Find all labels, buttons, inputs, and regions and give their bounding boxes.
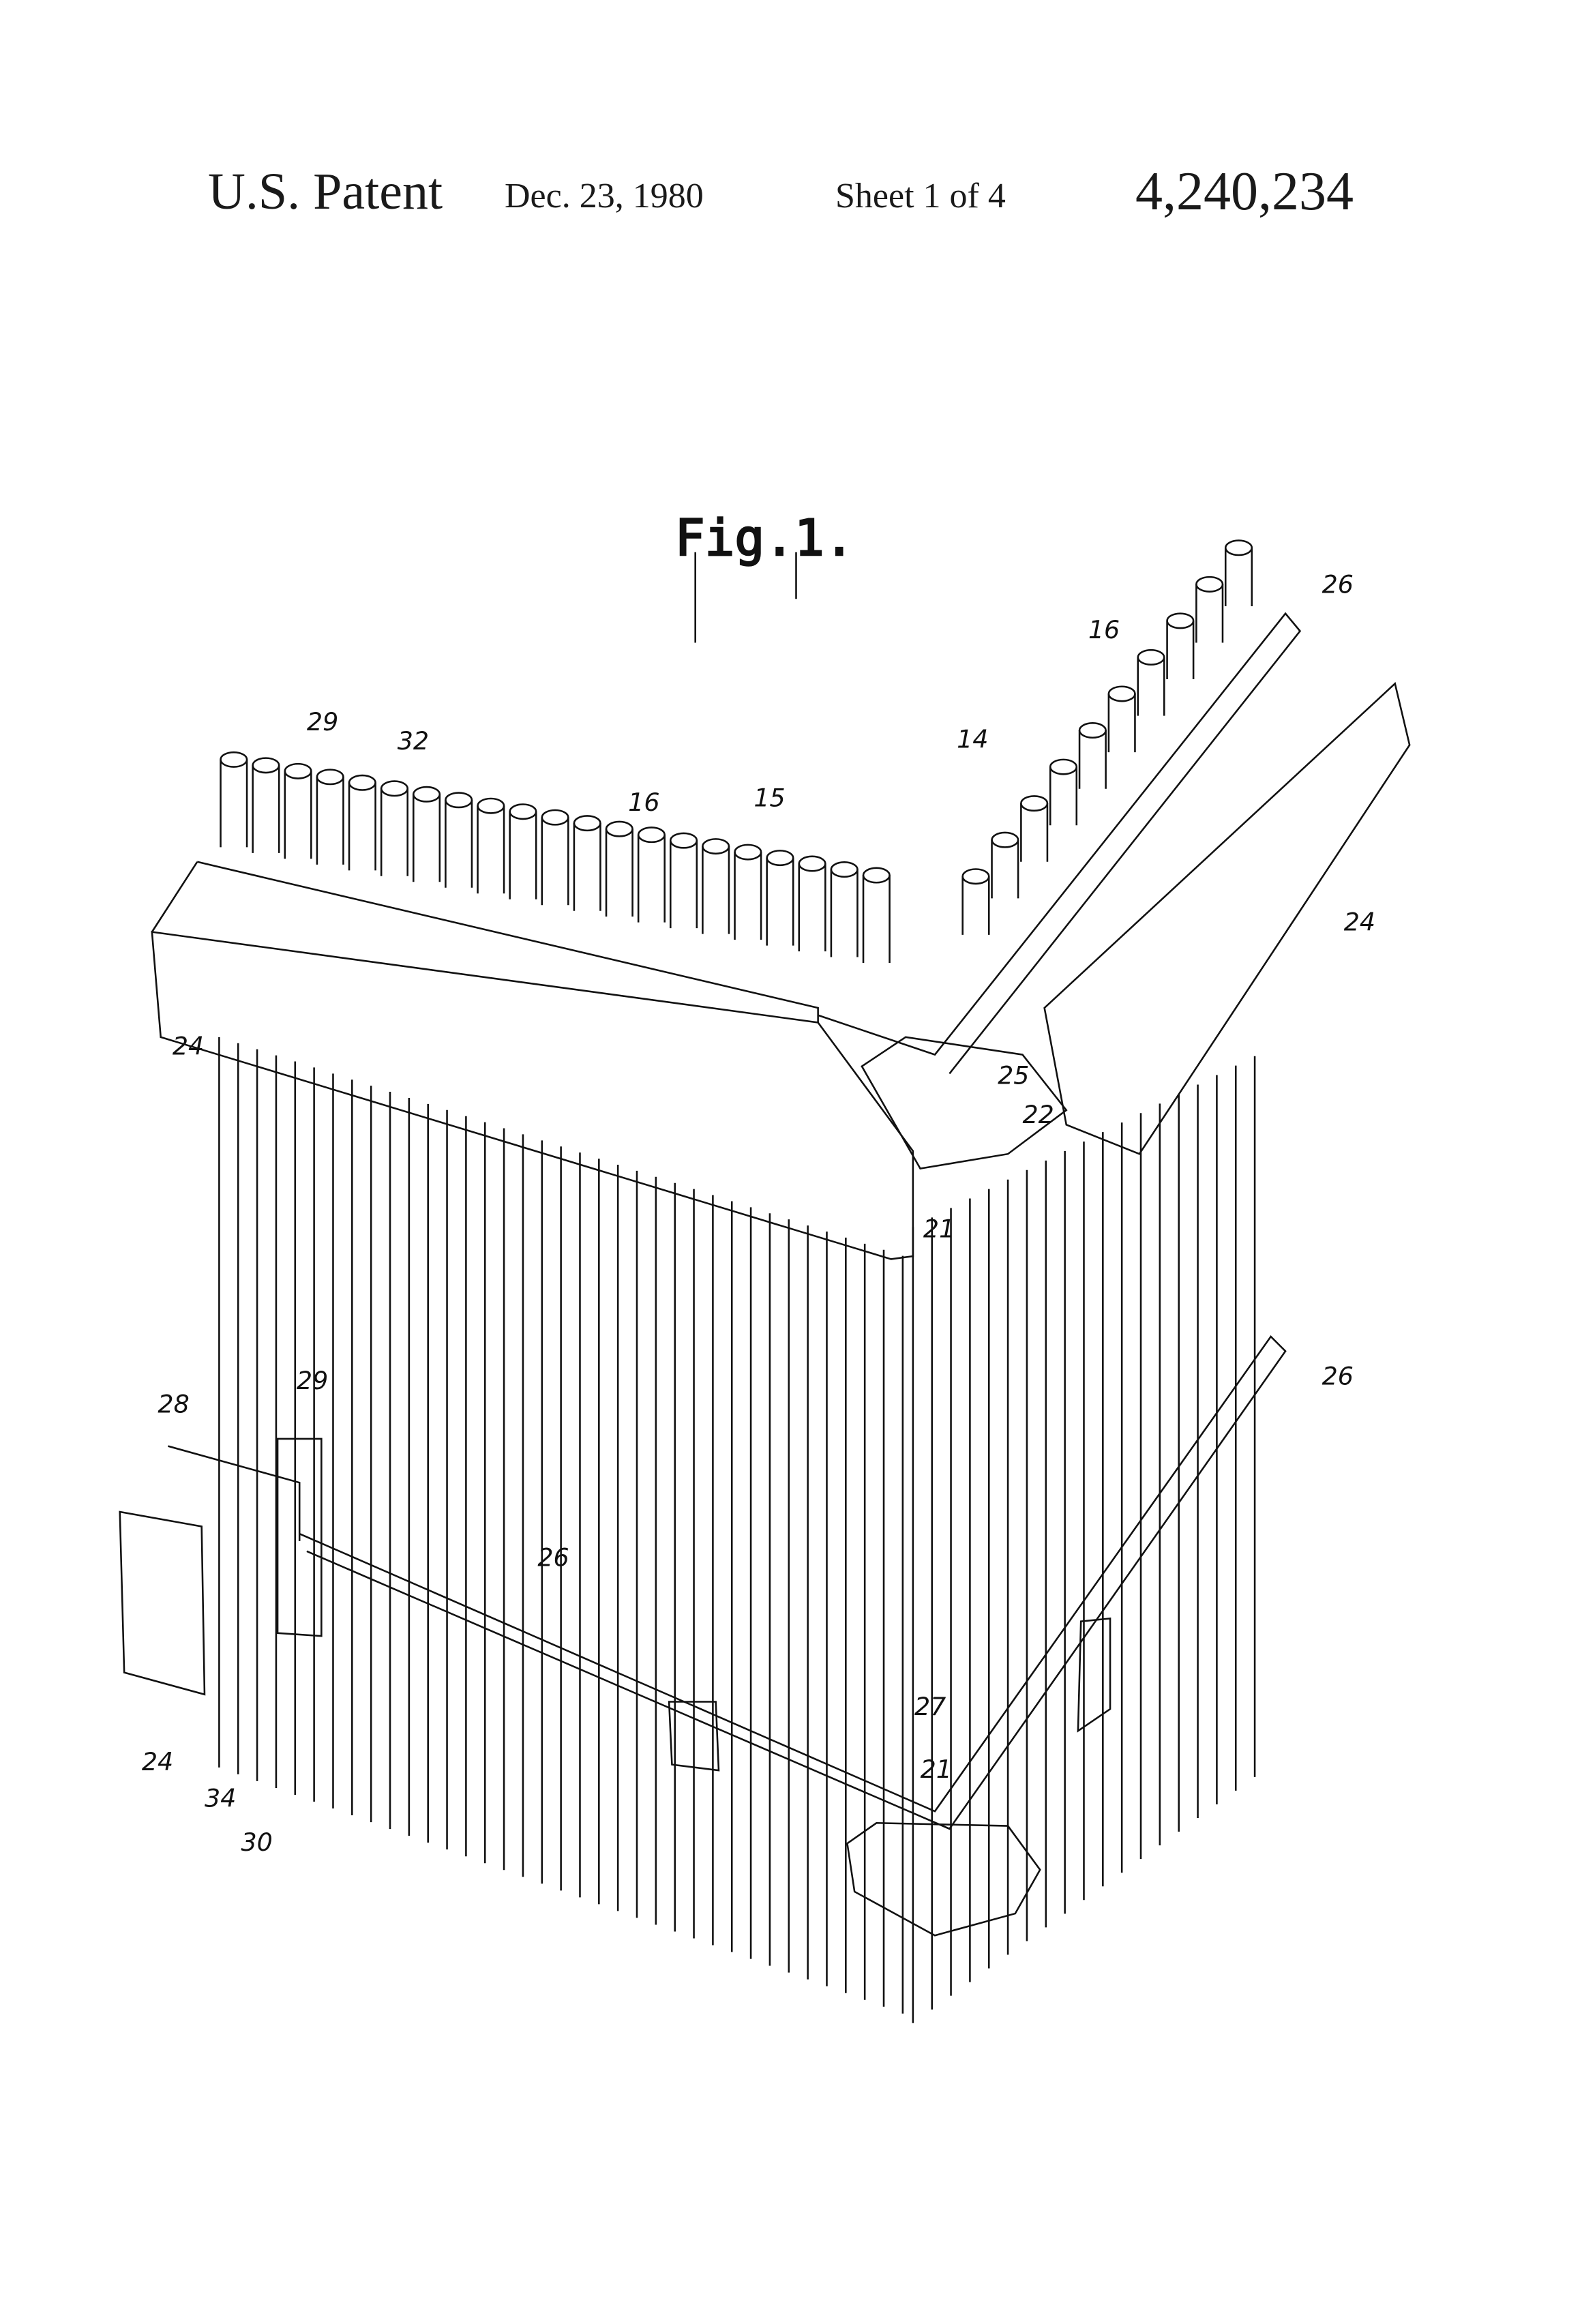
pile-top: [381, 781, 408, 796]
pile-top: [767, 850, 794, 865]
pile-top: [317, 770, 344, 784]
pile-top: [1138, 650, 1165, 664]
waler-beam-left: [152, 932, 913, 1260]
pile-top: [702, 839, 729, 853]
pile-top: [542, 810, 569, 824]
pile-top: [1196, 577, 1223, 591]
reference-numeral: 30: [241, 1828, 273, 1857]
pile-top: [413, 787, 440, 801]
pile-top: [510, 804, 537, 818]
pile-top: [1167, 614, 1194, 628]
reference-numeral: 26: [1322, 1362, 1354, 1391]
figure-title: Fig.1.: [675, 509, 854, 567]
reference-numeral: 26: [1322, 570, 1354, 599]
reference-numeral: 24: [173, 1032, 204, 1061]
pile-top: [863, 868, 890, 882]
reference-numeral: 29: [307, 707, 338, 736]
pile-top: [285, 764, 312, 778]
pile-top: [1225, 541, 1252, 555]
reference-numeral: 16: [1088, 615, 1120, 644]
pile-top: [574, 816, 601, 830]
reference-numeral: 25: [998, 1060, 1029, 1090]
waler-beam-cut-end: [120, 1446, 299, 1695]
reference-numeral: 21: [923, 1214, 955, 1243]
reference-numeral: 24: [1344, 907, 1375, 936]
corner-plate-lower: [847, 1823, 1040, 1935]
pile-top: [349, 775, 376, 790]
reference-numeral: 22: [1023, 1100, 1054, 1129]
reference-numeral: 24: [142, 1747, 173, 1776]
pile-top: [963, 869, 989, 884]
pile-top: [992, 833, 1019, 847]
pile-top: [606, 822, 633, 836]
reference-numeral: 15: [753, 783, 785, 812]
pile-top: [638, 827, 665, 841]
reference-numeral: 27: [914, 1692, 946, 1721]
tie-rod-upper: [818, 614, 1300, 1074]
pile-top: [735, 845, 762, 859]
reference-numeral: 16: [628, 788, 659, 817]
pile-top: [1109, 687, 1135, 701]
reference-numeral: 32: [398, 726, 429, 756]
pile-top: [445, 793, 472, 807]
splice-plate: [1078, 1618, 1110, 1731]
sheet-piles: [219, 541, 1255, 2023]
reference-numeral: 29: [297, 1366, 328, 1395]
pile-top: [831, 862, 858, 876]
waler-beam-left-flange: [152, 862, 818, 1023]
pile-top: [221, 752, 248, 766]
pile-top: [1079, 723, 1106, 737]
reference-numeral: 21: [921, 1755, 952, 1784]
pile-top: [799, 856, 826, 871]
pile-top: [1021, 796, 1047, 810]
reference-numeral: 26: [537, 1543, 569, 1572]
pile-top: [478, 799, 505, 813]
pile-top: [670, 833, 697, 848]
pile-top: [253, 758, 280, 773]
reference-numeral: 28: [158, 1389, 189, 1418]
reference-numeral: 34: [205, 1784, 236, 1813]
pile-top: [1050, 760, 1077, 774]
reference-numeral: 14: [957, 725, 988, 754]
